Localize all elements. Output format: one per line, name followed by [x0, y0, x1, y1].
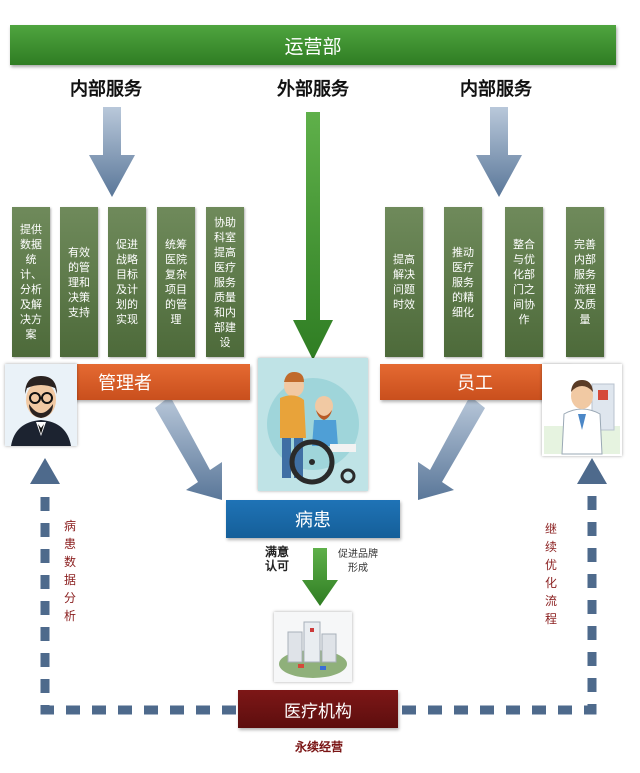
staff-label: 员工	[457, 373, 493, 394]
wheelchair-image	[258, 358, 368, 491]
down-arrow-left	[89, 107, 135, 197]
manager-bar: 管理者	[60, 364, 250, 400]
loop-arrowhead-right	[577, 458, 607, 484]
feedback-loop	[40, 488, 597, 715]
doctor-avatar	[542, 364, 622, 456]
left-service-col-5: 协助科室提高医疗服务质量和内部建设	[206, 207, 244, 357]
sustainable-note: 永续经营	[294, 740, 343, 754]
left-loop-note: 病患数据分析	[63, 519, 76, 623]
right-service-col-3: 整合与优化部门之间协作	[505, 207, 543, 357]
businessman-icon	[5, 364, 77, 446]
patient-bar: 病患	[226, 500, 400, 538]
hospital-buildings-icon	[274, 612, 352, 682]
doctor-icon	[542, 364, 622, 456]
service-label-right: 内部服务	[460, 79, 532, 100]
arrow-patient-to-institution	[302, 548, 338, 606]
service-label-left: 内部服务	[70, 79, 142, 100]
down-arrow-right	[476, 107, 522, 197]
institution-bar: 医疗机构	[238, 690, 398, 728]
patient-label: 病患	[295, 510, 331, 531]
satisfied-note: 满意认可	[264, 545, 289, 573]
right-service-col-2: 推动医疗服务的精细化	[444, 207, 482, 357]
loop-arrowhead-left	[30, 458, 60, 484]
operations-banner: 运营部	[10, 25, 616, 65]
institution-label: 医疗机构	[284, 701, 352, 722]
banner-title: 运营部	[284, 35, 342, 58]
arrow-manager-to-patient	[155, 396, 222, 500]
brand-note: 促进品牌形成	[338, 549, 378, 574]
right-service-col-4: 完善内部服务流程及质量	[566, 207, 604, 357]
service-label-center: 外部服务	[277, 79, 349, 100]
right-service-col-1: 提高解决问题时效	[385, 207, 423, 357]
manager-avatar	[5, 364, 77, 446]
manager-label: 管理者	[98, 373, 152, 394]
left-service-col-2: 有效的管理和决策支持	[60, 207, 98, 357]
right-loop-note: 继续优化流程	[544, 522, 557, 626]
wheelchair-icon	[258, 358, 368, 491]
left-service-col-3: 促进战略目标及计划的实现	[108, 207, 146, 357]
down-arrow-center	[293, 112, 333, 360]
left-service-col-1: 提供数据统计、分析及解决方案	[12, 207, 50, 357]
hospital-image	[274, 612, 352, 682]
staff-bar: 员工	[380, 364, 570, 400]
arrow-staff-to-patient	[418, 396, 485, 500]
left-service-col-4: 统筹医院复杂项目的管理	[157, 207, 195, 357]
